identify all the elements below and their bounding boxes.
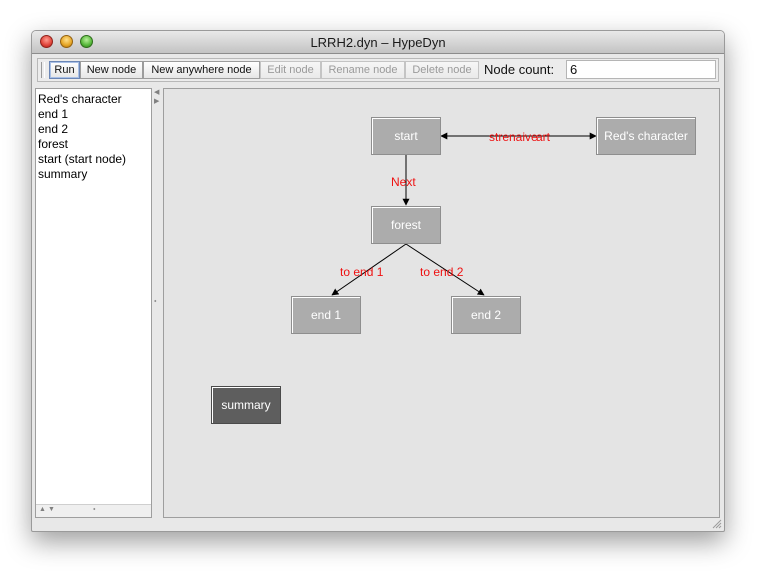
edge-to-end-1[interactable] <box>331 243 407 296</box>
list-item[interactable]: end 2 <box>38 122 69 136</box>
split-pane-divider[interactable]: ◀ ▶ ⬩ <box>153 88 161 518</box>
new-node-button[interactable]: New node <box>80 61 143 79</box>
node-list: Red's character end 1 end 2 forest start… <box>36 89 151 182</box>
node-count-field[interactable]: 6 <box>566 60 716 79</box>
edge-label-next[interactable]: Next <box>391 175 416 189</box>
title-bar[interactable]: LRRH2.dyn – HypeDyn <box>32 31 724 54</box>
run-button[interactable]: Run <box>49 61 80 79</box>
edge-to-end-2[interactable] <box>405 243 485 296</box>
minimize-icon[interactable] <box>60 35 73 48</box>
divider-grip-icon: ⬩ <box>154 298 157 305</box>
app-window: LRRH2.dyn – HypeDyn Run New node New any… <box>31 30 725 532</box>
new-anywhere-node-button[interactable]: New anywhere node <box>143 61 260 79</box>
edge-label-to-end-2[interactable]: to end 2 <box>420 265 464 279</box>
window-title: LRRH2.dyn – HypeDyn <box>310 35 446 50</box>
edit-node-button[interactable]: Edit node <box>260 61 321 79</box>
list-item[interactable]: summary <box>38 167 88 181</box>
toolbar-grip[interactable] <box>41 62 45 78</box>
collapse-left-icon[interactable]: ◀ <box>154 89 160 96</box>
rename-node-button[interactable]: Rename node <box>321 61 405 79</box>
graph-node-summary[interactable]: summary <box>211 386 281 424</box>
edge-label-start-reds-a[interactable]: strenaive <box>489 130 538 144</box>
resize-grip-icon[interactable] <box>712 519 722 529</box>
node-count-label: Node count: <box>484 62 555 77</box>
close-icon[interactable] <box>40 35 53 48</box>
graph-node-end-1[interactable]: end 1 <box>291 296 361 334</box>
graph-node-end-2[interactable]: end 2 <box>451 296 521 334</box>
graph-canvas[interactable]: strenaive art Next to end 1 to end 2 sta… <box>163 88 720 518</box>
collapse-right-icon[interactable]: ▶ <box>154 98 160 105</box>
scroll-left-icon[interactable]: ▲ <box>39 506 46 513</box>
list-item[interactable]: end 1 <box>38 107 69 121</box>
node-list-panel: Red's character end 1 end 2 forest start… <box>35 88 152 518</box>
horizontal-scrollbar[interactable]: ▲ ▼ ⬩ <box>36 504 151 517</box>
delete-node-button[interactable]: Delete node <box>405 61 479 79</box>
scroll-right-icon[interactable]: ▼ <box>48 506 55 513</box>
graph-node-forest[interactable]: forest <box>371 206 441 244</box>
zoom-icon[interactable] <box>80 35 93 48</box>
graph-edges: strenaive art Next to end 1 to end 2 <box>331 130 597 296</box>
list-item[interactable]: start (start node) <box>38 152 127 166</box>
scroll-thumb-icon[interactable]: ⬩ <box>93 506 96 513</box>
edge-label-to-end-1[interactable]: to end 1 <box>340 265 384 279</box>
list-item[interactable]: Red's character <box>38 92 122 106</box>
toolbar: Run New node New anywhere node Edit node… <box>37 58 719 82</box>
list-item[interactable]: forest <box>38 137 69 151</box>
graph-node-start[interactable]: start <box>371 117 441 155</box>
graph-node-reds-character[interactable]: Red's character <box>596 117 696 155</box>
edge-label-start-reds-b[interactable]: art <box>536 130 551 144</box>
